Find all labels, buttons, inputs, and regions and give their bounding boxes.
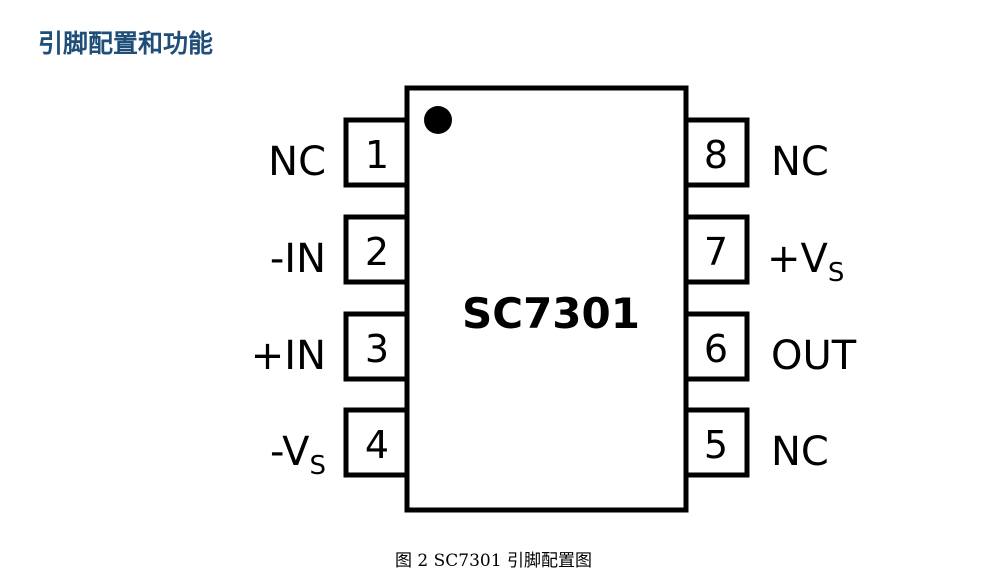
pin-4: 4 -VS bbox=[270, 407, 410, 481]
pin-2-label-main: -IN bbox=[270, 236, 326, 282]
pin-1: 1 NC bbox=[268, 117, 410, 188]
section-heading: 引脚配置和功能 bbox=[38, 29, 214, 58]
pin-6-label: OUT bbox=[771, 333, 857, 379]
pin-8-box bbox=[683, 117, 750, 188]
pin-6-number: 6 bbox=[704, 327, 728, 371]
pin-7-label-subscript: S bbox=[828, 258, 845, 288]
pin-3-number: 3 bbox=[365, 327, 389, 371]
pin-7-number: 7 bbox=[704, 230, 728, 274]
chip-name: SC7301 bbox=[462, 289, 640, 338]
pin-8-number: 8 bbox=[704, 133, 728, 177]
pin-2: 2 -IN bbox=[270, 214, 410, 285]
pin-8: 8 NC bbox=[683, 117, 829, 188]
pin-5-number: 5 bbox=[704, 423, 728, 467]
pin-3-box bbox=[343, 311, 410, 382]
figure-caption: 图 2 SC7301 引脚配置图 bbox=[395, 551, 592, 571]
pin-8-label-main: NC bbox=[771, 139, 829, 185]
pin-5-label-main: NC bbox=[771, 429, 829, 475]
pin-7-label-main: +V bbox=[767, 236, 829, 282]
pin-1-label: NC bbox=[268, 139, 326, 185]
pin-1-number: 1 bbox=[365, 133, 389, 177]
pin-diagram: SC7301 1 NC 2 -IN 3 +IN 4 -VS 8 NC 7 +VS… bbox=[251, 85, 857, 513]
pin-4-label: -VS bbox=[270, 429, 326, 481]
pin-5-label: NC bbox=[771, 429, 829, 475]
pin-7-label: +VS bbox=[767, 236, 844, 288]
pin-2-box bbox=[343, 214, 410, 285]
pin-6-box bbox=[683, 311, 750, 382]
pin-3-label: +IN bbox=[251, 333, 326, 379]
pin-1-box bbox=[343, 117, 410, 188]
pin-4-label-main: -V bbox=[270, 429, 310, 475]
pin-3: 3 +IN bbox=[251, 311, 410, 382]
pin-6: 6 OUT bbox=[683, 311, 857, 382]
pin-6-label-main: OUT bbox=[771, 333, 857, 379]
pin-1-label-main: NC bbox=[268, 139, 326, 185]
pin-7-box bbox=[683, 214, 750, 285]
pin-2-label: -IN bbox=[270, 236, 326, 282]
pin-5: 5 NC bbox=[683, 407, 829, 478]
pin-4-number: 4 bbox=[365, 423, 389, 467]
pin1-marker-dot bbox=[424, 106, 452, 134]
pin-5-box bbox=[683, 407, 750, 478]
pin-7: 7 +VS bbox=[683, 214, 844, 288]
pin-8-label: NC bbox=[771, 139, 829, 185]
pin-4-label-subscript: S bbox=[309, 451, 326, 481]
pin-2-number: 2 bbox=[365, 230, 389, 274]
pin-3-label-main: +IN bbox=[251, 333, 326, 379]
pin-4-box bbox=[343, 407, 410, 478]
chip-body bbox=[404, 85, 689, 513]
